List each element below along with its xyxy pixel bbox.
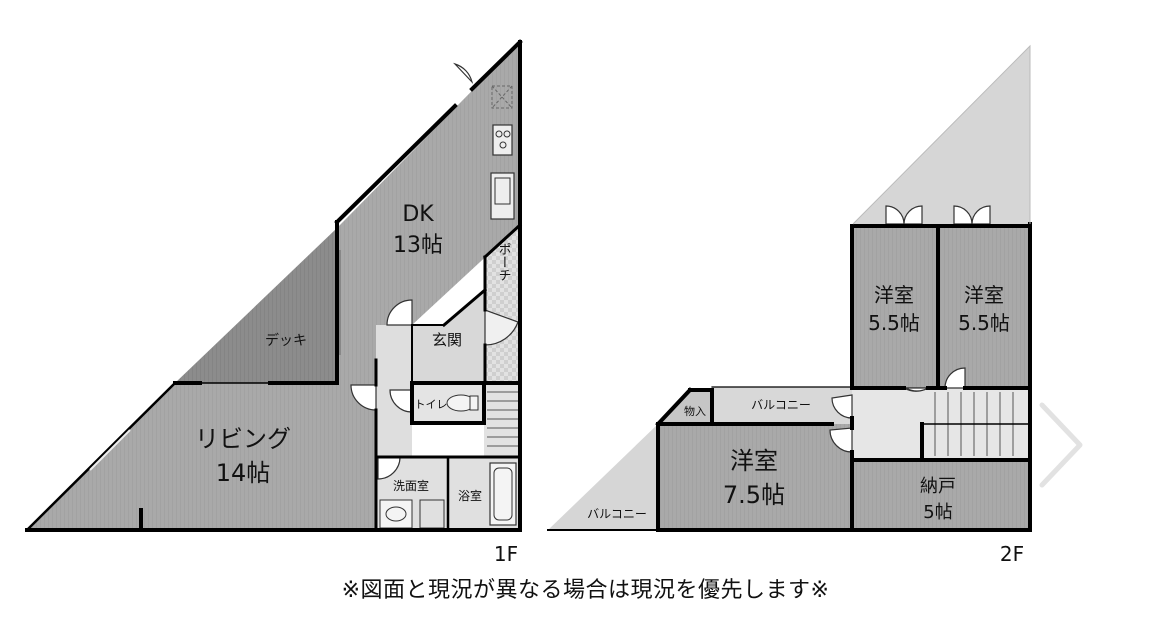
stair-steps-1f	[487, 391, 518, 447]
toilet-label: トイレ	[415, 398, 448, 411]
western-c-size: 7.5帖	[723, 481, 785, 509]
deck-label: デッキ	[265, 332, 307, 349]
stove-icon	[492, 124, 513, 156]
western-room-c	[658, 424, 852, 530]
chevron-right-icon[interactable]	[1039, 402, 1083, 488]
disclaimer-note: ※図面と現況が異なる場合は現況を優先します※	[341, 578, 830, 603]
sink-icon	[490, 172, 515, 220]
floor-2f	[547, 44, 1032, 532]
western-a-size: 5.5帖	[868, 311, 920, 335]
storage-small-label: 物入	[684, 404, 706, 418]
entrance-label: 玄関	[432, 331, 462, 349]
floor-1f	[25, 39, 523, 532]
living-window	[89, 429, 131, 471]
door-swings-1f	[350, 62, 519, 480]
entrance-area	[412, 290, 485, 383]
storage-small-area	[658, 390, 712, 424]
living-room	[27, 383, 376, 530]
stair-1f	[484, 383, 520, 457]
washbasin-icon	[379, 499, 413, 529]
roof-outline	[852, 44, 1031, 225]
deck-area	[175, 228, 337, 383]
floor-1f-label: 1F	[494, 542, 518, 566]
walls-2f	[547, 222, 1032, 532]
floor-2f-label: 2F	[1000, 542, 1024, 566]
porch-label: ポーチ	[496, 243, 511, 282]
dk-size: 13帖	[393, 233, 443, 258]
western-c-label: 洋室	[730, 447, 778, 475]
balcony-left	[548, 424, 658, 530]
balcony-a-label: バルコニー	[751, 398, 811, 412]
western-room-b	[938, 226, 1030, 388]
western-b-label: 洋室	[964, 283, 1004, 307]
closet-room	[852, 460, 1030, 530]
western-a-label: 洋室	[874, 283, 914, 307]
closet-label: 納戸	[920, 476, 956, 497]
bathroom-label: 浴室	[458, 488, 482, 503]
fridge-icon	[491, 85, 513, 109]
dk-label: DK	[402, 202, 434, 227]
balcony-middle	[712, 387, 852, 425]
living-label: リビング	[195, 425, 291, 453]
dk-room	[337, 42, 520, 383]
western-b-size: 5.5帖	[958, 311, 1010, 335]
washroom-label: 洗面室	[393, 478, 429, 493]
western-room-a	[852, 226, 938, 388]
door-swings-2f	[829, 205, 991, 453]
closet-size: 5帖	[923, 502, 952, 523]
living-size: 14帖	[216, 459, 271, 487]
walls-1f	[25, 39, 523, 532]
balcony-b-label: バルコニー	[587, 507, 647, 521]
